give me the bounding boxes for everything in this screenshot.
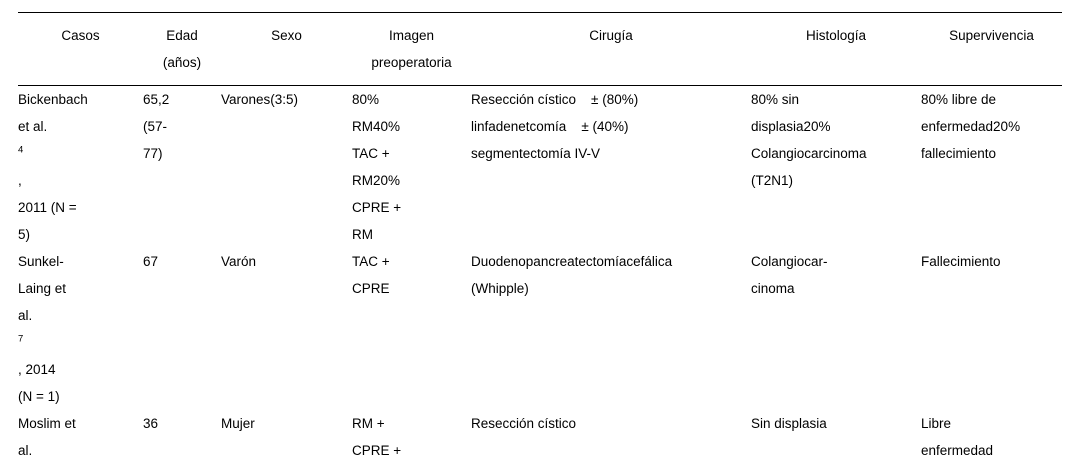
citation-text-before: Moslim et al. (18, 416, 76, 456)
cell-imagen-preoperatoria: 80% RM40% TAC + RM20% CPRE + RM (352, 86, 471, 249)
comparison-table-container: Casos Edad (años) Sexo Imagen preoperato… (18, 12, 1062, 456)
cell-casos: Bickenbach et al. 4 , 2011 (N = 5) (18, 86, 143, 249)
cell-histologia-text: Colangiocar- cinoma (751, 254, 828, 296)
column-header-sexo: Sexo (221, 13, 352, 86)
cell-cirugia-text: Duodenopancreatectomíacefálica (Whipple) (471, 254, 673, 296)
cell-sexo-text: Varones(3:5) (221, 92, 299, 107)
cell-imagen-text: TAC + CPRE (352, 254, 390, 296)
column-header-histologia-line1: Histología (805, 28, 867, 43)
cell-histologia-text: 80% sin displasia20% Colangiocarcinoma (… (751, 92, 867, 188)
cell-imagen-preoperatoria: RM + CPRE + TAC (352, 410, 471, 456)
cell-casos: Sunkel- Laing et al. 7 , 2014 (N = 1) (18, 248, 143, 410)
cell-supervivencia-text: Libre enfermedad (921, 416, 994, 456)
table-row: Moslim et al.1, 2017 (N = 1) 36 Mujer RM… (18, 410, 1062, 456)
cell-edad-text: 65,2 (57- 77) (143, 92, 170, 161)
cell-imagen-preoperatoria: TAC + CPRE (352, 248, 471, 410)
cell-edad: 36 (143, 410, 221, 456)
cell-supervivencia: 80% libre de enfermedad20% fallecimiento (921, 86, 1062, 249)
column-header-cirugia: Cirugía (471, 13, 751, 86)
column-header-imagen-preoperatoria: Imagen preoperatoria (352, 13, 471, 86)
column-header-supervivencia: Supervivencia (921, 13, 1062, 86)
column-header-edad: Edad (años) (143, 13, 221, 86)
cell-supervivencia-text: Fallecimiento (921, 254, 1001, 269)
citation-text-before: Bickenbach et al. (18, 92, 88, 134)
cell-supervivencia: Fallecimiento (921, 248, 1062, 410)
column-header-cirugia-line1: Cirugía (589, 28, 633, 43)
citation-text-before: Sunkel- Laing et al. (18, 254, 67, 323)
column-header-casos-line1: Casos (61, 28, 100, 43)
cell-histologia-text: Sin displasia (751, 416, 827, 431)
column-header-imagen-line1: Imagen (388, 28, 435, 43)
column-header-edad-line2: (años) (162, 55, 202, 70)
cell-supervivencia: Libre enfermedad (921, 410, 1062, 456)
cell-cirugia: Duodenopancreatectomíacefálica (Whipple) (471, 248, 751, 410)
cell-cirugia: Resección cístico ± (80%) linfadenetcomí… (471, 86, 751, 249)
cell-histologia: Colangiocar- cinoma (751, 248, 921, 410)
column-header-edad-line1: Edad (166, 28, 198, 43)
cell-edad: 65,2 (57- 77) (143, 86, 221, 249)
column-header-casos: Casos (18, 13, 143, 86)
case-series-table: Casos Edad (años) Sexo Imagen preoperato… (18, 12, 1062, 456)
cell-histologia: 80% sin displasia20% Colangiocarcinoma (… (751, 86, 921, 249)
table-row: Bickenbach et al. 4 , 2011 (N = 5) 65,2 (5… (18, 86, 1062, 249)
cell-imagen-text: RM + CPRE + TAC (352, 416, 402, 456)
cell-imagen-text: 80% RM40% TAC + RM20% CPRE + RM (352, 92, 402, 242)
citation-text-after: , 2011 (N = 5) (18, 173, 77, 242)
cell-supervivencia-text: 80% libre de enfermedad20% fallecimiento (921, 92, 1021, 161)
cell-histologia: Sin displasia (751, 410, 921, 456)
cell-edad: 67 (143, 248, 221, 410)
cell-sexo-text: Mujer (221, 416, 255, 431)
column-header-sexo-line1: Sexo (271, 28, 302, 43)
citation-text-after: , 2014 (N = 1) (18, 362, 60, 404)
table-body: Bickenbach et al. 4 , 2011 (N = 5) 65,2 (5… (18, 86, 1062, 456)
table-header-row: Casos Edad (años) Sexo Imagen preoperato… (18, 12, 1062, 86)
cell-sexo: Varones(3:5) (221, 86, 352, 249)
cell-edad-text: 67 (143, 254, 159, 269)
table-header: Casos Edad (años) Sexo Imagen preoperato… (18, 12, 1062, 86)
cell-sexo: Varón (221, 248, 352, 410)
citation-superscript: 7 (18, 333, 24, 345)
table-row: Sunkel- Laing et al. 7 , 2014 (N = 1) 67 V… (18, 248, 1062, 410)
citation-superscript: 4 (18, 144, 24, 156)
cell-cirugia: Resección cístico (471, 410, 751, 456)
cell-edad-text: 36 (143, 416, 159, 431)
cell-casos: Moslim et al.1, 2017 (N = 1) (18, 410, 143, 456)
cell-sexo-text: Varón (221, 254, 257, 269)
column-header-imagen-line2: preoperatoria (371, 55, 452, 70)
cell-cirugia-text: Resección cístico ± (80%) linfadenetcomí… (471, 92, 639, 161)
cell-sexo: Mujer (221, 410, 352, 456)
cell-cirugia-text: Resección cístico (471, 416, 577, 431)
column-header-histologia: Histología (751, 13, 921, 86)
column-header-supervivencia-line1: Supervivencia (949, 28, 1034, 43)
